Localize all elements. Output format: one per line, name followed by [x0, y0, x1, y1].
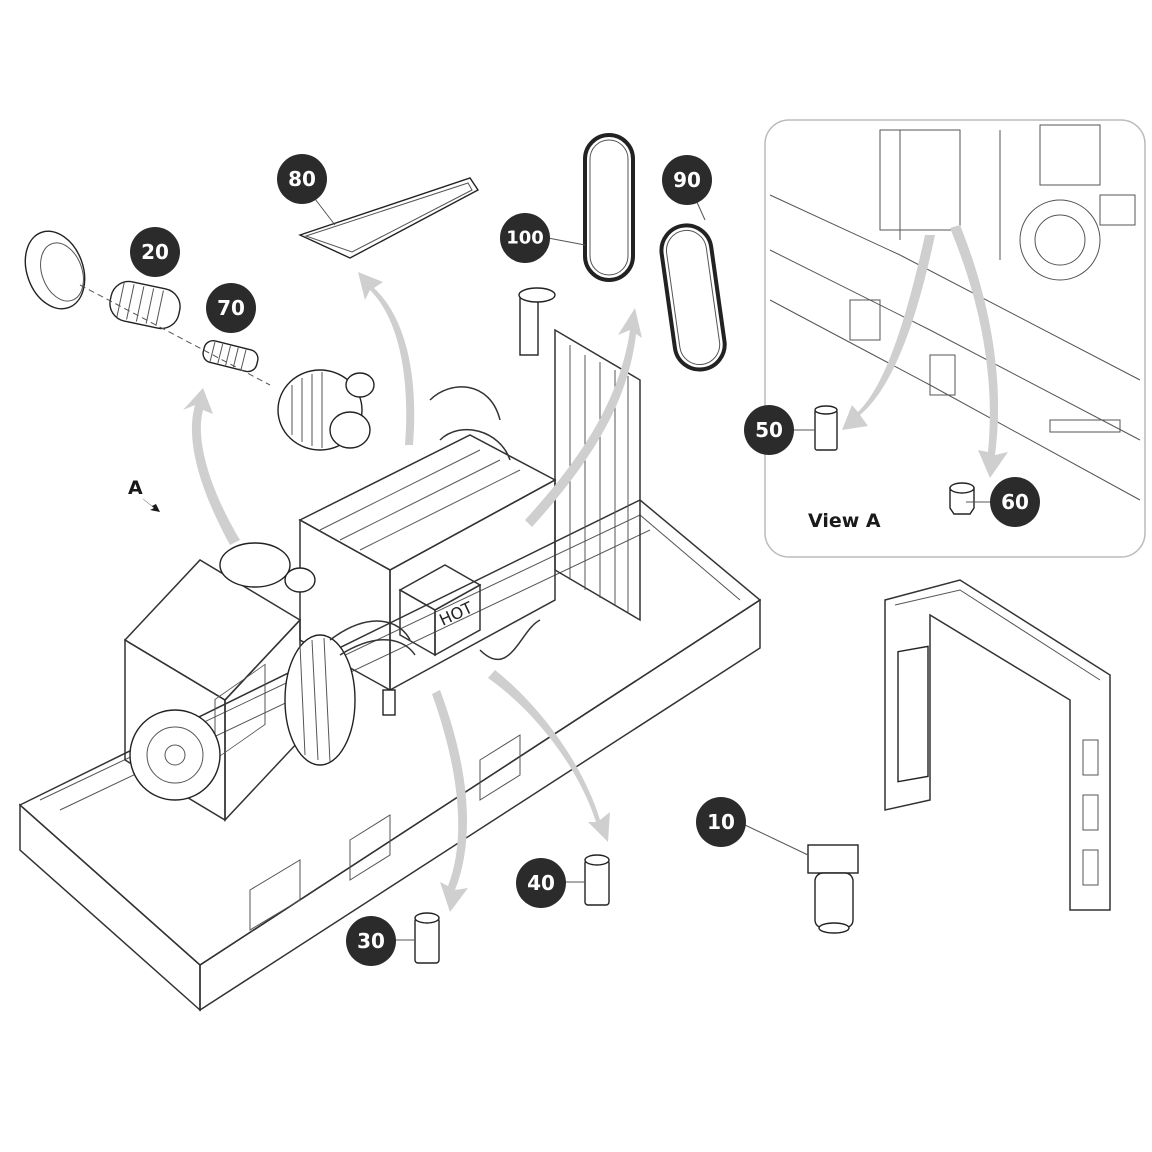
callout-20-label: 20 — [141, 240, 169, 264]
callout-arrows — [183, 272, 642, 912]
callout-70-label: 70 — [217, 296, 245, 320]
callout-badges: 80 20 70 100 90 50 60 10 — [130, 154, 1040, 966]
safety-element — [202, 340, 259, 373]
callout-80: 80 — [277, 154, 327, 204]
callout-60: 60 — [990, 477, 1040, 527]
air-filter-cover — [24, 230, 86, 310]
canopy-frame — [884, 579, 1111, 911]
callout-100: 100 — [500, 213, 550, 263]
callout-50: 50 — [744, 405, 794, 455]
callout-60-label: 60 — [1001, 490, 1029, 514]
fuel-filter-40 — [584, 854, 610, 906]
callout-90-label: 90 — [673, 168, 701, 192]
hot-label: HOT — [436, 598, 475, 630]
inset-title: View A — [808, 510, 881, 532]
callout-10-label: 10 — [707, 810, 735, 834]
air-cleaner-housing — [277, 369, 375, 451]
callout-80-label: 80 — [288, 167, 316, 191]
callout-30: 30 — [346, 916, 396, 966]
callout-100-label: 100 — [506, 228, 544, 249]
o-ring-100 — [583, 133, 635, 282]
oil-filter-30 — [414, 912, 440, 964]
callout-40: 40 — [516, 858, 566, 908]
callout-70: 70 — [206, 283, 256, 333]
generator-assembly: HOT — [18, 287, 762, 1012]
o-ring-90 — [659, 223, 727, 372]
exploded-parts — [24, 133, 1111, 964]
callout-30-label: 30 — [357, 929, 385, 953]
water-separator-10 — [807, 844, 859, 934]
callout-20: 20 — [130, 227, 180, 277]
callout-90: 90 — [662, 155, 712, 205]
callout-10: 10 — [696, 797, 746, 847]
view-marker-letter: A — [128, 477, 143, 499]
inset-view-a: View A — [764, 119, 1146, 558]
rocker-cover-gasket — [298, 177, 480, 259]
callout-50-label: 50 — [755, 418, 783, 442]
view-a-marker: A — [128, 477, 160, 512]
filter-element — [109, 280, 181, 330]
callout-40-label: 40 — [527, 871, 555, 895]
